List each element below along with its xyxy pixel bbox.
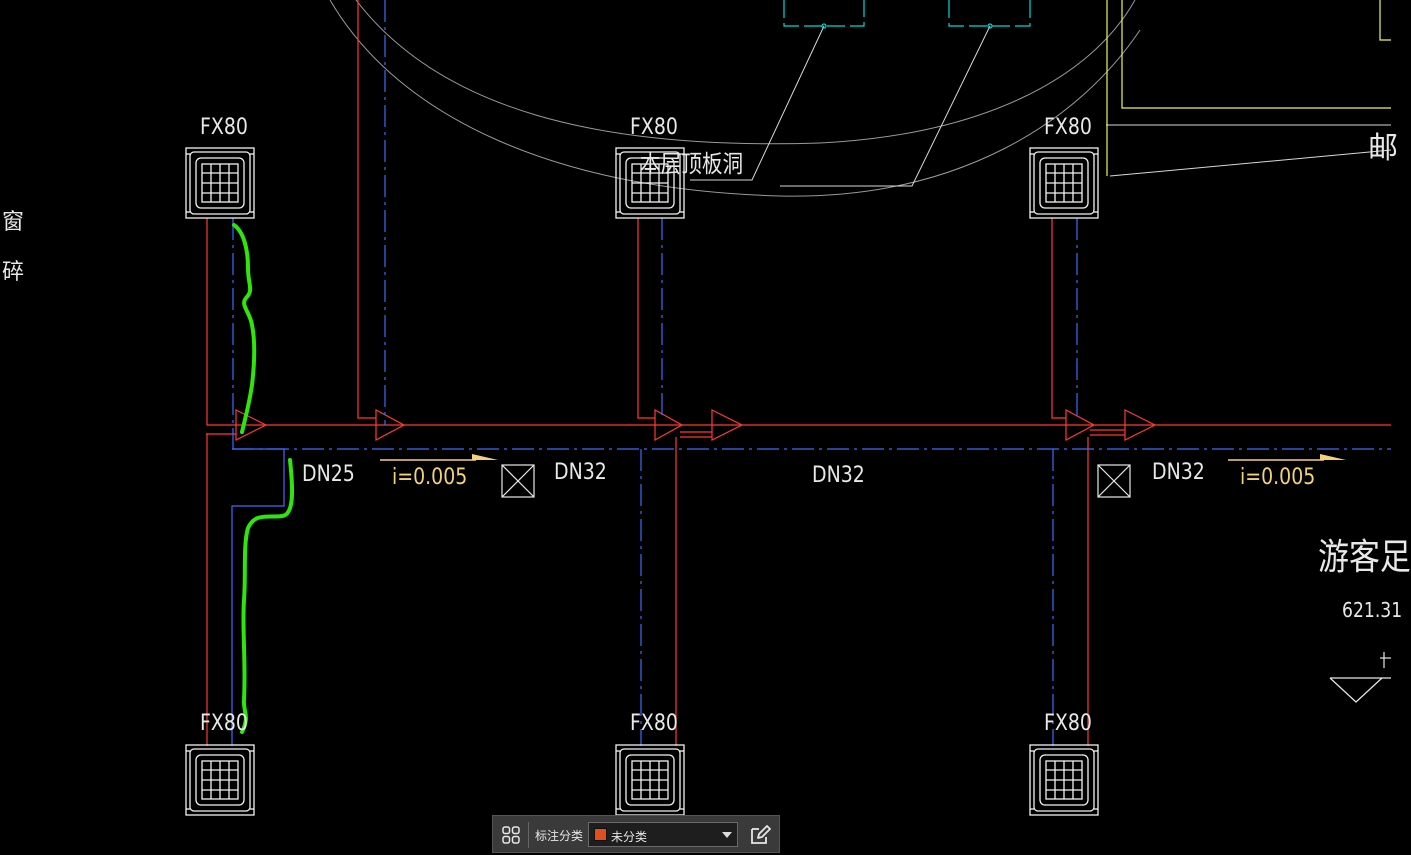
unit-label-top-right: FX80 — [1044, 115, 1092, 140]
fan-coil-unit-bottom-left[interactable] — [185, 744, 255, 816]
four-squares-icon[interactable] — [501, 825, 521, 845]
annotation-category-label: 标注分类 — [535, 829, 584, 843]
pipe-size-dn32-middle: DN32 — [812, 463, 865, 488]
room-area: 621.31 — [1342, 598, 1403, 622]
unit-label-bottom-right: FX80 — [1044, 711, 1092, 736]
structural-arc-lines — [329, 0, 1141, 197]
return-pipes — [231, 0, 1391, 746]
slope-label-left: i=0.005 — [392, 465, 468, 490]
slope-arrows — [380, 454, 1346, 461]
side-text-char-1: 窗 — [2, 210, 25, 235]
annotation-category-select[interactable]: 未分类 — [588, 822, 738, 847]
annotation-category-value: 未分类 — [611, 830, 648, 844]
cyan-outline-boxes — [783, 0, 1031, 29]
fan-coil-unit-top-right[interactable] — [1029, 147, 1099, 219]
unit-label-top-middle: FX80 — [630, 115, 678, 140]
unit-label-top-left: FX80 — [200, 115, 248, 140]
yellow-wall-lines — [1106, 0, 1391, 176]
fan-coil-unit-bottom-right[interactable] — [1029, 744, 1099, 816]
annotation-leader-lines — [690, 25, 1392, 187]
side-text-right-char: 邮 — [1368, 131, 1398, 166]
edit-note-icon[interactable] — [748, 823, 772, 847]
fan-coil-unit-top-left[interactable] — [185, 147, 255, 219]
side-text-char-2: 碎 — [2, 260, 25, 285]
annotation-category-toolbar: 标注分类 未分类 — [492, 815, 780, 853]
pipe-size-dn32-right: DN32 — [1152, 460, 1205, 485]
pipe-size-dn25: DN25 — [302, 462, 355, 487]
toolbar-separator — [528, 822, 529, 848]
valve-symbol-left — [501, 464, 535, 498]
supply-pipes — [206, 0, 1391, 746]
fan-coil-unit-bottom-middle[interactable] — [615, 744, 685, 816]
room-name: 游客足 — [1318, 537, 1411, 578]
elevation-marker — [1329, 652, 1391, 703]
valve-symbol-right — [1097, 464, 1131, 498]
pipe-size-dn32-left: DN32 — [554, 460, 607, 485]
unit-label-bottom-middle: FX80 — [630, 711, 678, 736]
markup-stroke — [232, 223, 295, 734]
slab-opening-annotation: 本层顶板洞 — [640, 150, 744, 178]
chevron-down-icon — [722, 832, 732, 838]
slope-label-right: i=0.005 — [1240, 465, 1316, 490]
category-color-swatch — [594, 828, 607, 841]
unit-label-bottom-left: FX80 — [200, 711, 248, 736]
